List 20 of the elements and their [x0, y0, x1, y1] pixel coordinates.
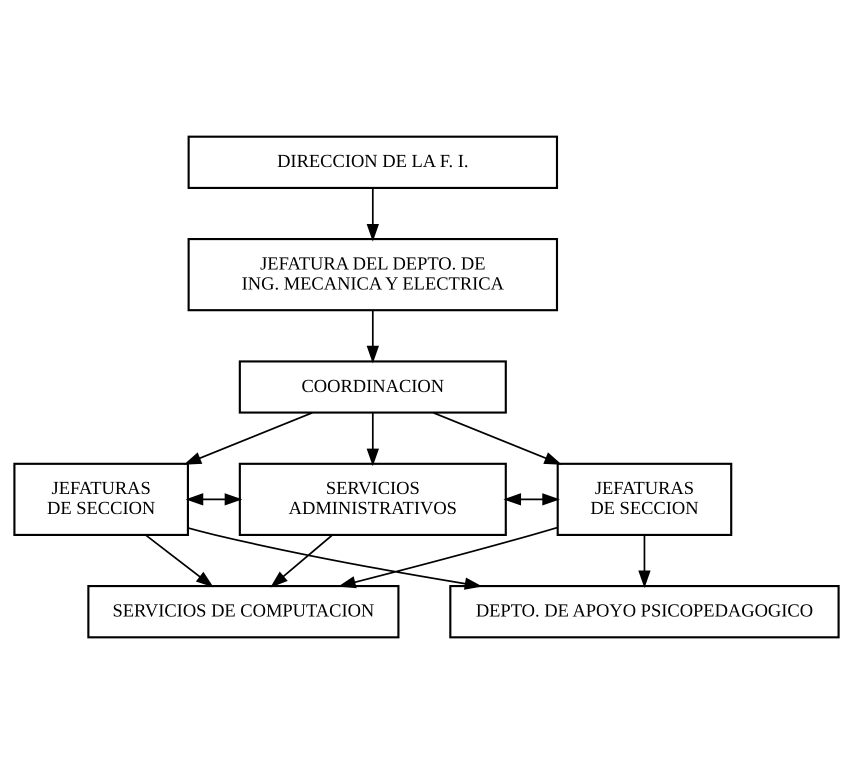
arrow — [366, 412, 379, 466]
arrow — [188, 526, 482, 590]
arrow — [366, 310, 379, 363]
arrow — [270, 534, 332, 588]
arrow — [432, 411, 562, 464]
arrow — [338, 526, 558, 588]
node-box: JEFATURA DEL DEPTO. DE ING. MECANICA Y ELECTRICA — [188, 238, 558, 311]
node-box: SERVICIOS ADMINISTRATIVOS — [238, 462, 507, 536]
arrow — [186, 492, 242, 506]
arrow — [503, 492, 560, 506]
arrow — [366, 188, 379, 242]
arrow — [145, 534, 214, 587]
arrow — [638, 534, 651, 588]
node-box: JEFATURAS DE SECCION — [556, 462, 732, 536]
node-box: DEPTO. DE APOYO PSICOPEDAGOGICO — [449, 584, 840, 638]
node-box: JEFATURAS DE SECCION — [13, 462, 189, 536]
node-box: SERVICIOS DE COMPUTACION — [87, 584, 400, 638]
arrow — [184, 411, 313, 464]
node-box: COORDINACION — [238, 360, 507, 414]
node-box: DIRECCION DE LA F. I. — [188, 135, 558, 188]
